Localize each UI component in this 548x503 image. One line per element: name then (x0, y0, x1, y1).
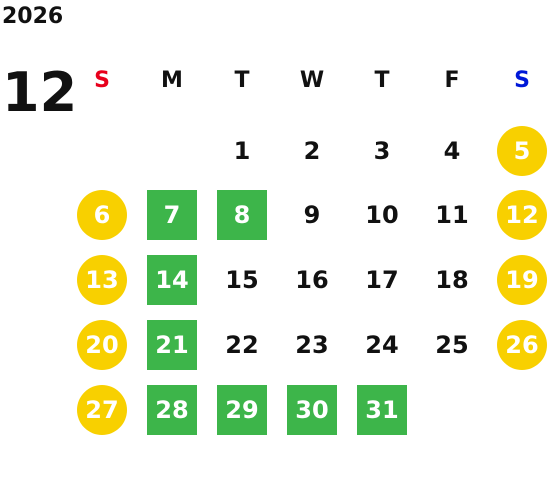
weekday-label-weekday: F (444, 68, 460, 93)
day-cell-normal[interactable]: 4 (443, 137, 461, 165)
day-cell-normal[interactable]: 16 (295, 266, 329, 294)
day-cell-normal[interactable]: 18 (435, 266, 469, 294)
month-number: 12 (2, 61, 78, 124)
year-label: 2026 (2, 4, 64, 29)
day-cell-weekend[interactable]: 20 (77, 320, 127, 370)
day-cell-holiday[interactable]: 29 (217, 385, 267, 435)
day-cell-normal[interactable]: 9 (303, 201, 321, 229)
day-cell-holiday[interactable]: 31 (357, 385, 407, 435)
weekday-label-weekday: T (234, 68, 250, 93)
day-cell-normal[interactable]: 25 (435, 331, 469, 359)
weekday-label-weekday: M (161, 68, 183, 93)
day-cell-normal[interactable]: 3 (373, 137, 391, 165)
weekday-label-weekday: T (374, 68, 390, 93)
day-cell-weekend[interactable]: 26 (497, 320, 547, 370)
day-cell-normal[interactable]: 1 (233, 137, 251, 165)
day-cell-holiday[interactable]: 8 (217, 190, 267, 240)
day-cell-normal[interactable]: 2 (303, 137, 321, 165)
day-cell-normal[interactable]: 15 (225, 266, 259, 294)
day-cell-holiday[interactable]: 30 (287, 385, 337, 435)
day-cell-weekend[interactable]: 5 (497, 126, 547, 176)
day-cell-weekend[interactable]: 13 (77, 255, 127, 305)
day-cell-weekend[interactable]: 27 (77, 385, 127, 435)
day-cell-holiday[interactable]: 14 (147, 255, 197, 305)
day-cell-weekend[interactable]: 19 (497, 255, 547, 305)
day-cell-normal[interactable]: 24 (365, 331, 399, 359)
day-cell-holiday[interactable]: 21 (147, 320, 197, 370)
day-cell-weekend[interactable]: 6 (77, 190, 127, 240)
day-cell-holiday[interactable]: 28 (147, 385, 197, 435)
day-cell-normal[interactable]: 11 (435, 201, 469, 229)
weekday-label-sunday: S (94, 68, 110, 93)
day-cell-holiday[interactable]: 7 (147, 190, 197, 240)
weekday-label-saturday: S (514, 68, 530, 93)
day-cell-weekend[interactable]: 12 (497, 190, 547, 240)
weekday-label-weekday: W (299, 68, 325, 93)
day-cell-normal[interactable]: 17 (365, 266, 399, 294)
day-cell-normal[interactable]: 10 (365, 201, 399, 229)
day-cell-normal[interactable]: 22 (225, 331, 259, 359)
day-cell-normal[interactable]: 23 (295, 331, 329, 359)
